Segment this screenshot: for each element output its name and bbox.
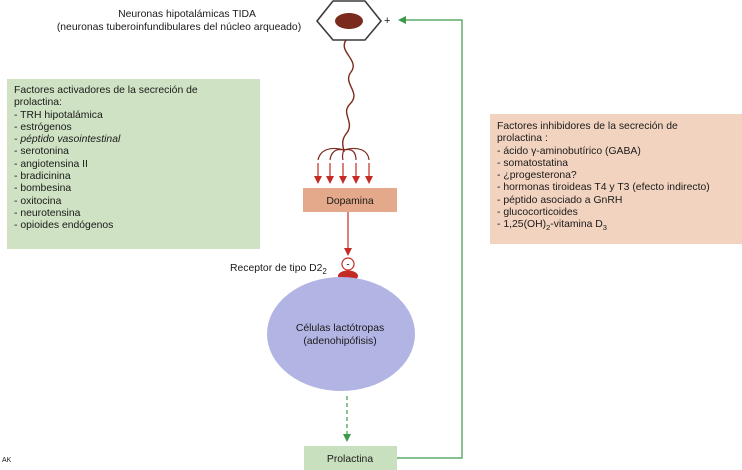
activator-item: - opioides endógenos (14, 220, 114, 232)
inhibitor-item: - ácido γ-aminobutírico (GABA) (497, 145, 641, 157)
inhibition-sign: - (346, 260, 349, 271)
activator-item: - serotonina (14, 146, 69, 158)
axon-terminals (317, 147, 370, 161)
activators-text: Factores activadores de la secreción de … (14, 85, 198, 233)
prolactin-box (304, 446, 397, 470)
activator-item: - bradicinina (14, 171, 71, 183)
inhibitor-item: - hormonas tiroideas T4 y T3 (efecto ind… (497, 182, 710, 194)
lactotroph-cell (267, 277, 415, 391)
neuron-subtitle: (neuronas tuberoinfundibulares del núcle… (57, 22, 301, 33)
inhibition-sign-circle (341, 257, 355, 271)
cells-line2: (adenohipófisis) (303, 336, 376, 347)
prolactin-label: Prolactina (327, 454, 373, 465)
neuron-nucleus (335, 13, 363, 29)
inhibitor-item: - somatostatina (497, 157, 569, 169)
cells-line1: Células lactótropas (296, 323, 384, 334)
inhibitors-title-line2: prolactina : (497, 133, 548, 145)
activator-item: - péptido vasointestinal (14, 134, 121, 146)
dopamine-box (303, 188, 397, 212)
axon (342, 39, 355, 153)
feedback-loop-arrow (397, 16, 463, 459)
activator-item: - neurotensina (14, 207, 81, 219)
inhibitor-item: - péptido asociado a GnRH (497, 194, 623, 206)
activator-item: - bombesina (14, 183, 72, 195)
neuron-title: Neuronas hipotalámicas TIDA (118, 9, 256, 20)
dopamine-label: Dopamina (326, 196, 374, 207)
inhibitor-item: - glucocorticoides (497, 207, 578, 219)
activator-item: - oxitocina (14, 195, 62, 207)
inhibitor-item: - ¿progesterona? (497, 170, 577, 182)
activators-panel (7, 79, 260, 249)
inhibitor-item-vitamin-d: - 1,25(OH)2-vitamina D3 (497, 219, 607, 233)
activators-title-line2: prolactina: (14, 97, 62, 109)
plus-sign: + (384, 15, 390, 27)
dopamine-release-arrows (314, 163, 373, 184)
corner-mark: AK (2, 457, 12, 464)
inhibitors-panel (490, 114, 742, 244)
activator-item: - TRH hipotalámica (14, 109, 103, 121)
activators-title-line1: Factores activadores de la secreción de (14, 85, 198, 96)
activator-item: - estrógenos (14, 121, 72, 133)
inhibitors-title-line1: Factores inhibidores de la secreción de (497, 121, 678, 132)
inhibitors-text: Factores inhibidores de la secreción de … (497, 121, 710, 235)
receptor-label: Receptor de tipo D22 (230, 263, 327, 276)
activator-item: - angiotensina II (14, 158, 88, 170)
